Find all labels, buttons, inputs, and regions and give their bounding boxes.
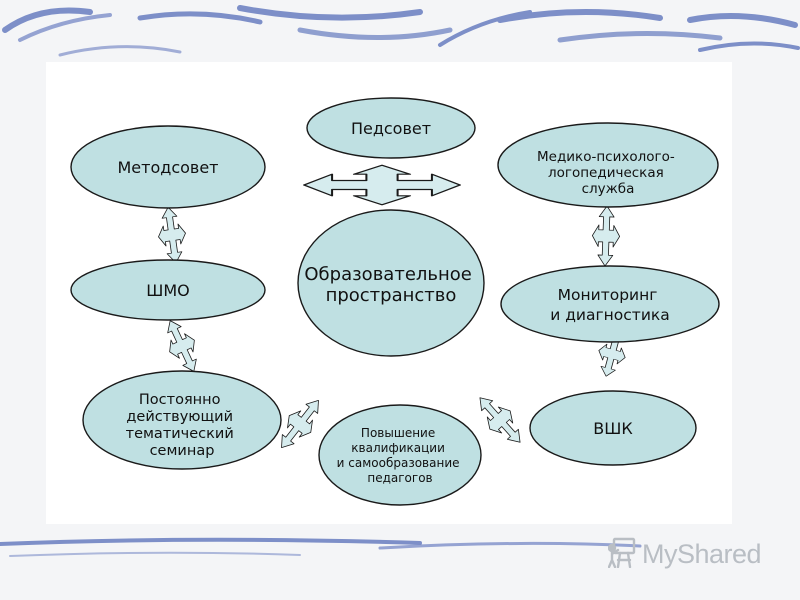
label-line: семинар — [150, 443, 215, 459]
brush-stroke — [0, 537, 422, 546]
node-label-shmo: ШМО — [146, 281, 190, 300]
node-edu-space — [297, 209, 485, 357]
node-monitoring — [500, 265, 720, 343]
node-shmo — [70, 259, 266, 321]
label-line: квалификации — [351, 441, 445, 455]
node-metodsovet — [70, 125, 266, 209]
brush-stroke — [18, 13, 112, 42]
label-line: Методсовет — [118, 158, 219, 177]
brush-stroke — [137, 11, 263, 25]
node-pedsovet — [306, 97, 476, 159]
node-vshk — [529, 390, 697, 466]
label-line: Медико-психолого- — [537, 149, 675, 165]
label-line: пространство — [326, 285, 457, 306]
label-line: логопедическая — [548, 165, 664, 181]
brush-stroke — [698, 41, 800, 52]
brush-stroke — [687, 13, 798, 28]
brush-stroke — [2, 7, 93, 33]
brand-text: MyShared — [642, 538, 762, 569]
presenter-icon — [607, 536, 638, 572]
node-label-monitoring: Мониторинг и диагностика — [550, 286, 670, 324]
brush-stroke — [297, 27, 453, 40]
node-qualification — [318, 404, 482, 506]
node-label-med-service: Медико-психолого- логопедическая служба — [537, 149, 679, 197]
label-line: Педсовет — [351, 119, 431, 138]
node-label-qualification: Повышение квалификации и самообразование… — [337, 426, 464, 485]
label-line: Повышение — [361, 426, 435, 440]
arrow-pedsovet-space — [302, 164, 462, 206]
label-line: служба — [582, 181, 635, 197]
label-line: и самообразование — [337, 456, 460, 470]
label-line: действующий — [126, 409, 233, 425]
label-line: ВШК — [593, 419, 633, 438]
node-label-vshk: ВШК — [593, 419, 633, 438]
brand-watermark: MyShared — [607, 534, 762, 574]
node-label-pedsovet: Педсовет — [351, 119, 431, 138]
brush-stroke — [557, 30, 723, 43]
brush-stroke — [9, 551, 301, 557]
label-line: Образовательное — [304, 264, 471, 285]
brush-stroke — [237, 5, 423, 21]
node-label-edu-space: Образовательное пространство — [304, 264, 477, 306]
node-label-seminar: Постоянно действующий тематический семин… — [126, 392, 239, 459]
label-line: тематический — [126, 426, 234, 442]
node-seminar — [82, 370, 282, 470]
arrow-service-monitoring — [590, 205, 622, 267]
label-line: Мониторинг — [558, 286, 658, 304]
label-line: и диагностика — [550, 306, 670, 324]
arrow-shmo-seminar — [157, 314, 207, 378]
brush-stroke — [497, 8, 663, 23]
label-line: Постоянно — [139, 392, 221, 408]
brush-stroke — [378, 541, 642, 550]
node-med-service — [497, 122, 719, 208]
arrow-metodsovet-shmo — [154, 204, 190, 266]
node-label-metodsovet: Методсовет — [118, 158, 219, 177]
label-line: ШМО — [146, 281, 190, 300]
brush-stroke — [58, 45, 182, 57]
label-line: педагогов — [367, 471, 432, 485]
